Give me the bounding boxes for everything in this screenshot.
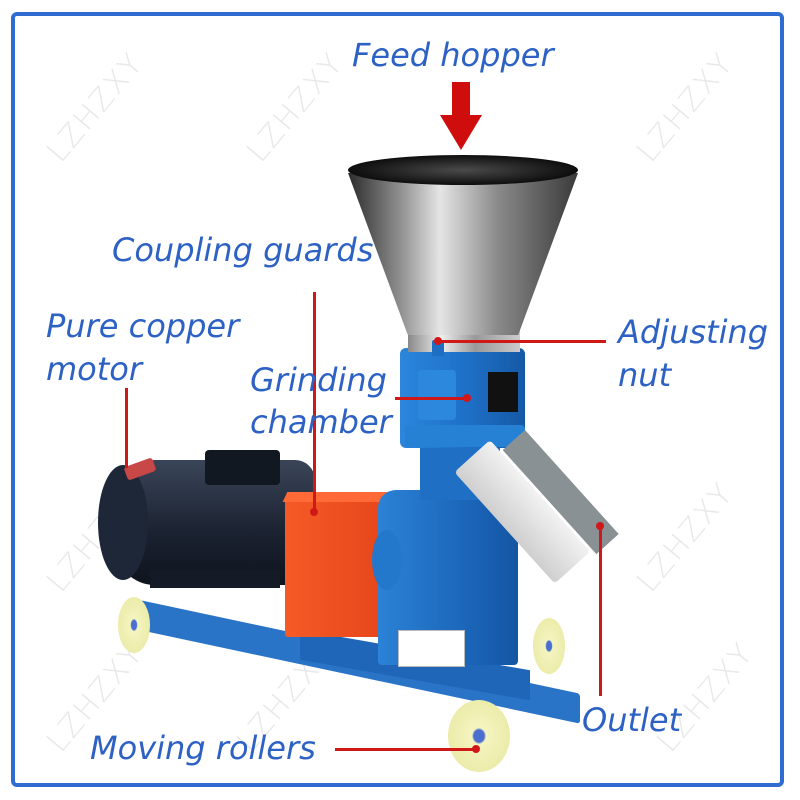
pointer-line-outlet xyxy=(599,526,602,696)
pointer-line-motor xyxy=(125,388,128,468)
chamber-flange xyxy=(405,425,525,447)
pointer-dot-moving-rollers xyxy=(472,745,480,753)
wheel-front xyxy=(448,700,510,772)
chamber-nameplate xyxy=(488,372,518,412)
gearbox-label-plate xyxy=(398,630,465,667)
label-adjusting-nut-line2: nut xyxy=(618,356,672,394)
label-grinding-chamber-line1: Grinding xyxy=(250,361,387,399)
label-coupling-guards: Coupling guards xyxy=(112,231,374,269)
gearbox-side-cover xyxy=(372,530,402,590)
pointer-line-coupling-guards xyxy=(313,292,316,512)
feed-hopper-arrowhead-icon xyxy=(440,115,482,150)
hopper-rim xyxy=(348,155,578,185)
pointer-dot-outlet xyxy=(596,522,604,530)
motor-feet xyxy=(150,570,280,588)
label-outlet: Outlet xyxy=(582,701,682,739)
pointer-dot-adjusting-nut xyxy=(434,337,442,345)
feed-hopper-arrow-icon xyxy=(452,82,470,116)
chamber-boss xyxy=(418,370,456,420)
label-moving-rollers: Moving rollers xyxy=(90,729,316,767)
pointer-dot-coupling-guards xyxy=(310,508,318,516)
label-pure-copper-motor-line1: Pure copper xyxy=(46,307,240,345)
label-feed-hopper: Feed hopper xyxy=(352,36,554,74)
pointer-dot-grinding-chamber xyxy=(463,394,471,402)
label-adjusting-nut-line1: Adjusting xyxy=(618,313,769,351)
wheel-rear-right xyxy=(533,618,565,674)
label-pure-copper-motor-line2: motor xyxy=(46,350,143,388)
pointer-line-grinding-chamber xyxy=(395,397,467,400)
pointer-line-adjusting-nut xyxy=(438,340,606,343)
motor-fan-cover xyxy=(98,465,148,580)
pointer-line-moving-rollers xyxy=(335,748,475,751)
label-grinding-chamber-line2: chamber xyxy=(250,403,392,441)
wheel-rear-left xyxy=(118,597,150,653)
motor-junction-box xyxy=(205,450,280,485)
